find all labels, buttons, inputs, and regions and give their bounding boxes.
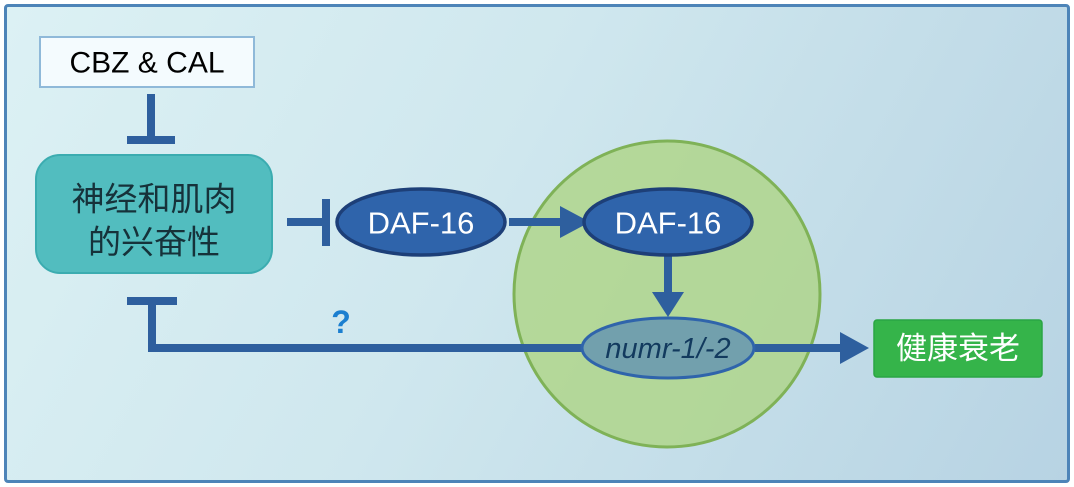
daf16-numr-arrow-head: [652, 292, 684, 317]
excitability-label-line2: 的兴奋性: [88, 223, 220, 262]
daf16-nucleus-ellipse: [582, 187, 754, 257]
feedback-question-mark: ?: [331, 304, 351, 340]
numr-aging-arrow-head: [840, 332, 869, 364]
healthy-aging-box: [873, 319, 1043, 378]
daf16-translocation-arrow-head: [560, 206, 590, 238]
daf16-nucleus-label: DAF-16: [615, 206, 722, 241]
feedback-inhibition-line: [148, 303, 583, 352]
numr-gene-label: numr-1/-2: [605, 333, 730, 365]
excitability-label-line1: 神经和肌肉: [72, 180, 237, 219]
cbz-cal-label: CBZ & CAL: [69, 47, 224, 80]
numr-gene-ellipse: [580, 316, 756, 380]
healthy-aging-label: 健康衰老: [896, 331, 1020, 367]
daf16-cytoplasm-label: DAF-16: [368, 206, 475, 241]
excitability-box: [35, 154, 273, 274]
cbz-cal-box: [39, 36, 255, 88]
daf16-cytoplasm-ellipse: [335, 187, 507, 257]
